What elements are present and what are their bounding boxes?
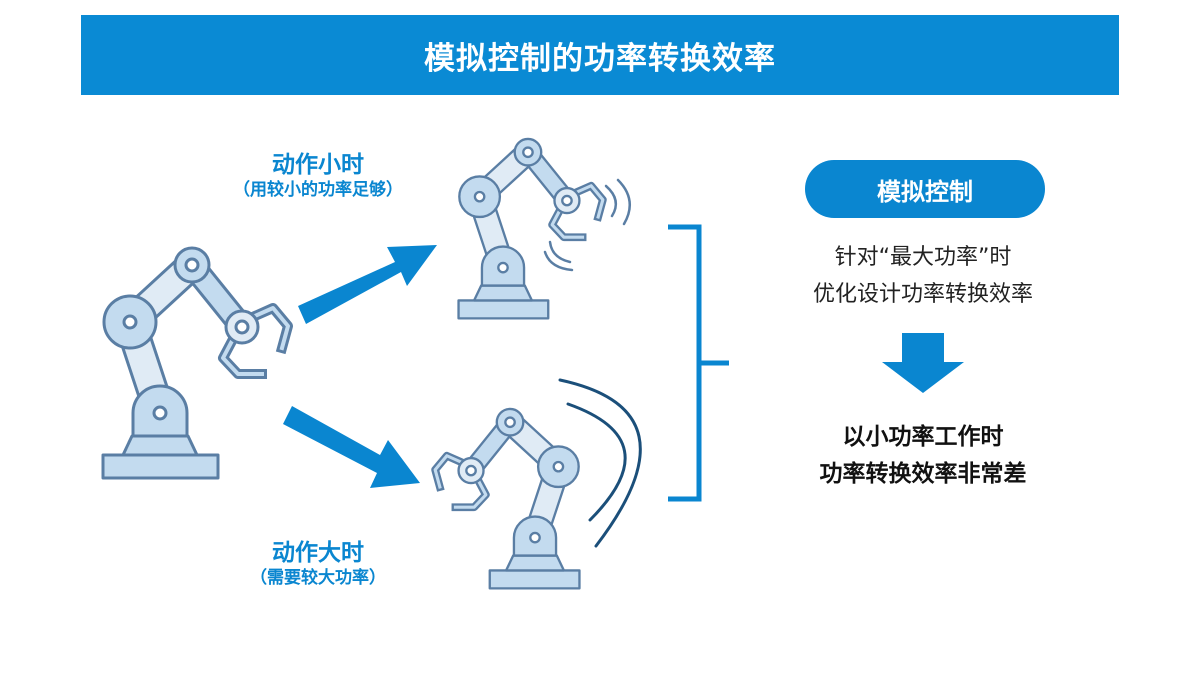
bracket (668, 224, 729, 502)
small-motion-note: （用较小的功率足够） (233, 180, 403, 200)
large-motion-label: 动作大时 （需要较大功率） (188, 539, 448, 589)
robot-arm-large-motion-icon (435, 409, 579, 588)
small-motion-label: 动作小时 （用较小的功率足够） (188, 151, 448, 201)
arrow-down-right-icon (283, 406, 420, 488)
arrow-up-right-icon (298, 245, 437, 324)
large-motion-note: （需要较大功率） (250, 568, 386, 588)
large-motion-title: 动作大时 (272, 540, 364, 566)
description-line-2: 优化设计功率转换效率 (812, 282, 1033, 307)
small-motion-title: 动作小时 (272, 152, 364, 178)
description-line-1: 针对“最大功率”时 (834, 245, 1012, 270)
down-arrow-icon (882, 333, 964, 393)
large-motion-lines-icon (558, 378, 642, 548)
robot-arm-icon (103, 248, 288, 478)
small-motion-lines-icon (543, 178, 631, 272)
robot-arm-small-motion-icon (459, 139, 603, 318)
result-line-1: 以小功率工作时 (842, 424, 1004, 450)
result-line-2: 功率转换效率非常差 (819, 461, 1027, 487)
page-title: 模拟控制的功率转换效率 (81, 15, 1119, 95)
analog-control-badge: 模拟控制 (805, 160, 1045, 218)
